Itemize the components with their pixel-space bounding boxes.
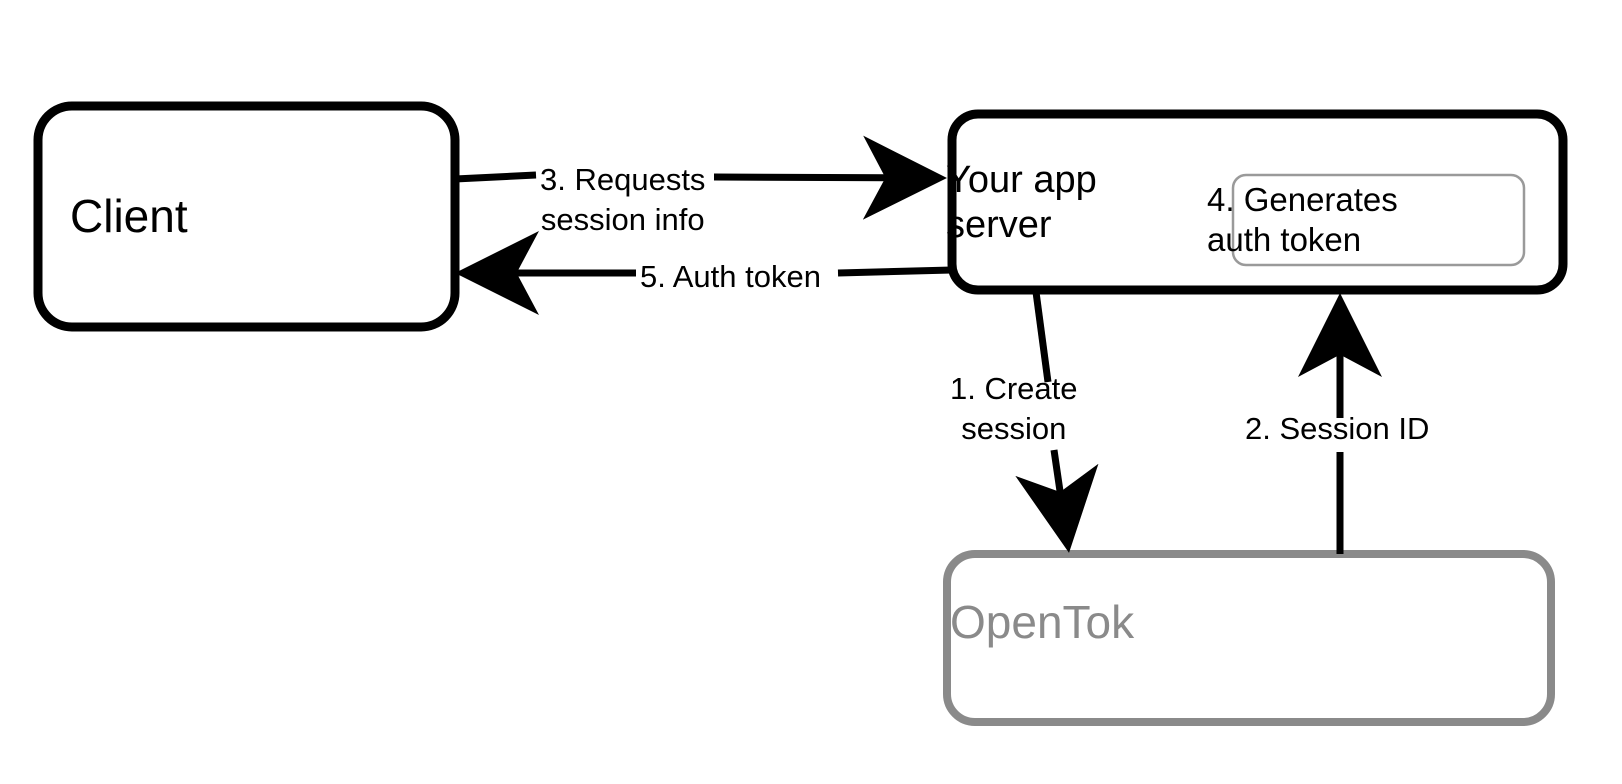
edge-5-line-right: [837, 266, 953, 277]
edge-3-line-left: [454, 171, 537, 183]
node-generates-auth-token-shape[interactable]: [1231, 173, 1526, 267]
node-app-server-label: Your app server: [946, 159, 1097, 246]
edge-2-label: 2. Session ID: [1245, 411, 1430, 446]
node-opentok-shape[interactable]: [943, 550, 1555, 726]
edge-5-label: 5. Auth token: [640, 259, 821, 294]
node-client-label: Client: [70, 190, 188, 242]
edge-3-label: 3. Requests session info: [540, 162, 706, 237]
node-client-shape[interactable]: [33, 101, 460, 332]
edge-1-label: 1. Create session: [950, 371, 1078, 446]
edge-1-line-bottom: [1015, 449, 1099, 553]
edge-1-line-top: [1032, 291, 1052, 383]
node-generates-auth-token-label: 4. Generates auth token: [1207, 181, 1398, 258]
node-opentok-label: OpenTok: [950, 596, 1135, 648]
edge-3-line-right: [713, 135, 947, 220]
